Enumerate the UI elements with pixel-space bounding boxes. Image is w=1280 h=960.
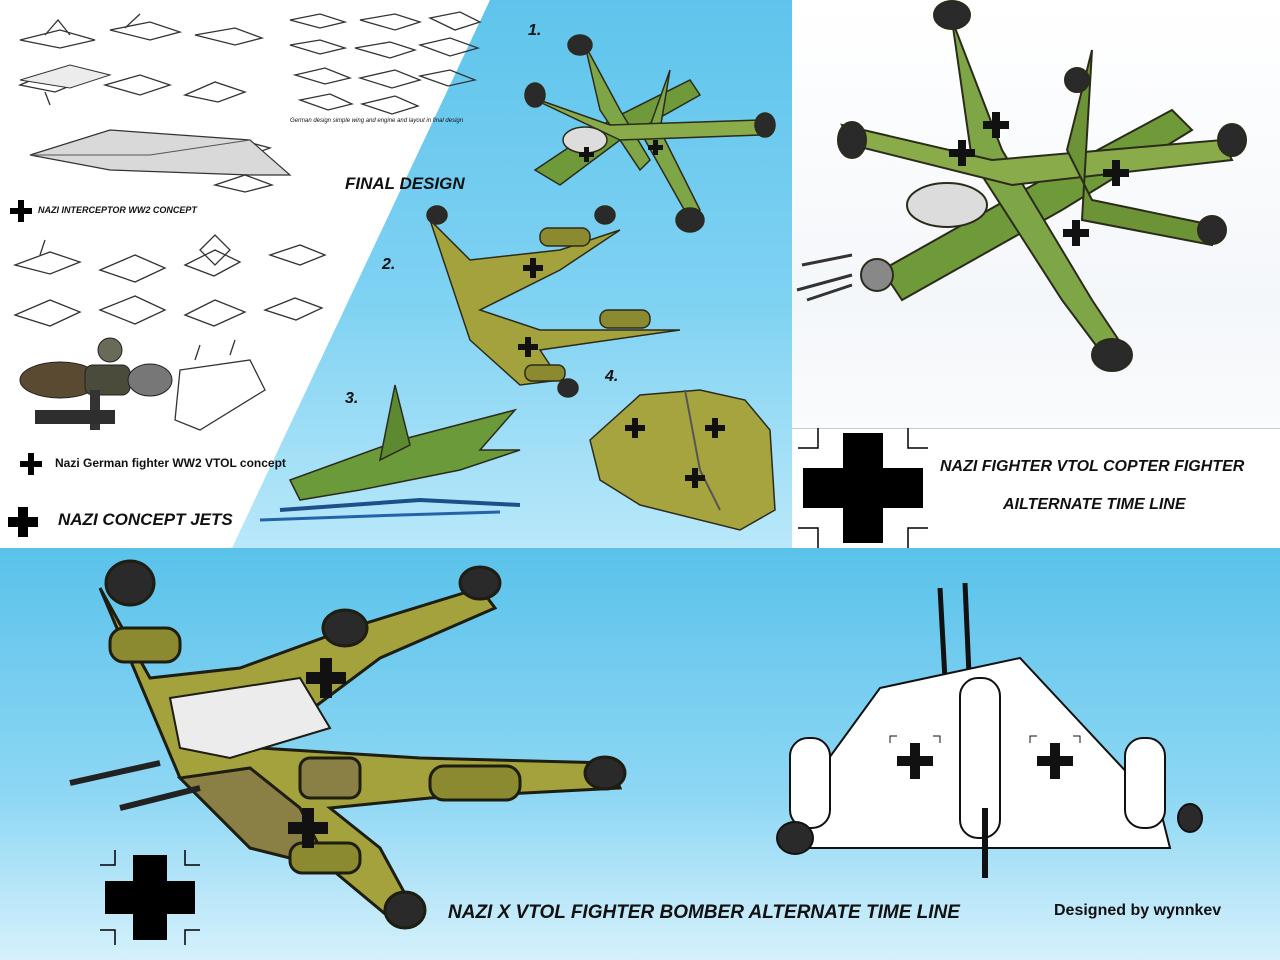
copter-fighter-title-line1: NAZI FIGHTER VTOL COPTER FIGHTER <box>940 458 1245 475</box>
balkenkreuz-icon <box>8 507 38 537</box>
balkenkreuz-icon <box>20 453 42 475</box>
final-design-aircraft <box>259 34 776 531</box>
balkenkreuz-icon <box>100 850 200 945</box>
design-number-3: 3. <box>345 390 359 407</box>
design-number-4: 4. <box>605 368 619 385</box>
balkenkreuz-icon <box>798 428 928 548</box>
design-number-2: 2. <box>382 256 396 273</box>
sketch-caption: German design simple wing and engine and… <box>290 118 464 124</box>
concept-sketches <box>8 11 482 537</box>
concept-jets-title: NAZI CONCEPT JETS <box>58 510 233 529</box>
final-design-title: FINAL DESIGN <box>345 174 465 193</box>
fighter-bomber-aircraft <box>69 559 1203 930</box>
interceptor-caption: NAZI INTERCEPTOR WW2 CONCEPT <box>38 205 197 215</box>
copter-fighter-title-line2: AILTERNATE TIME LINE <box>1003 496 1186 513</box>
balkenkreuz-icon <box>10 200 32 222</box>
vtol-concept-caption: Nazi German fighter WW2 VTOL concept <box>55 456 286 470</box>
copter-fighter-aircraft <box>796 0 1247 372</box>
fighter-bomber-title: NAZI X VTOL FIGHTER BOMBER ALTERNATE TIM… <box>448 902 960 923</box>
designer-credit: Designed by wynnkev <box>1054 902 1222 919</box>
design-number-1: 1. <box>528 22 542 39</box>
